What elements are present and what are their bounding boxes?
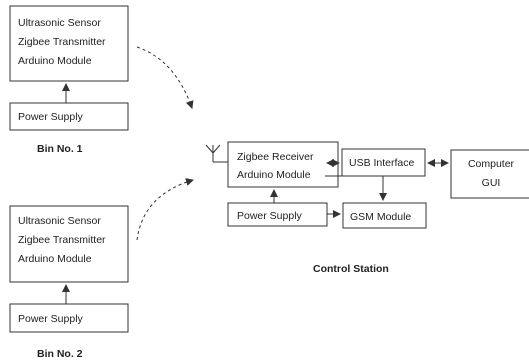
bin1-wireless-link [136,46,194,109]
control-station-label: Control Station [313,263,389,275]
bin2-power-box [9,303,129,333]
bin1-sensor-line-2: Zigbee Transmitter [18,36,106,48]
usb-label: USB Interface [349,157,415,169]
bin2-wireless-link [136,178,194,241]
receiver-line-2: Arduino Module [237,169,311,181]
bin2-sensor-line-2: Zigbee Transmitter [18,234,106,246]
bin2-sensor-line-3: Arduino Module [18,253,92,265]
bin2-sensor-box [9,205,129,283]
bin1-group: Ultrasonic Sensor Zigbee Transmitter Ard… [9,5,194,155]
bin1-sensor-line-1: Ultrasonic Sensor [18,17,101,29]
bin1-power-label: Power Supply [18,111,84,123]
bin2-label: Bin No. 2 [37,348,83,360]
usb-box [341,148,426,177]
bin1-sensor-line-3: Arduino Module [18,55,92,67]
station-power-label: Power Supply [237,210,303,222]
bin1-label: Bin No. 1 [37,143,83,155]
computer-box [450,149,529,199]
bin2-power-label: Power Supply [18,313,84,325]
control-station-group: Zigbee Receiver Arduino Module USB Inter… [205,141,529,275]
bin1-power-box [9,102,129,131]
receiver-box [227,141,339,188]
receiver-line-1: Zigbee Receiver [237,151,314,163]
bin2-group: Ultrasonic Sensor Zigbee Transmitter Ard… [9,178,194,360]
bin1-sensor-box [9,5,129,82]
receiver-gsm-link [325,175,387,201]
gsm-label: GSM Module [350,211,411,223]
gsm-box [342,202,427,229]
bin2-sensor-line-1: Ultrasonic Sensor [18,215,101,227]
antenna-icon [205,144,228,163]
computer-line-1: Computer [468,158,515,170]
computer-line-2: GUI [482,177,501,189]
